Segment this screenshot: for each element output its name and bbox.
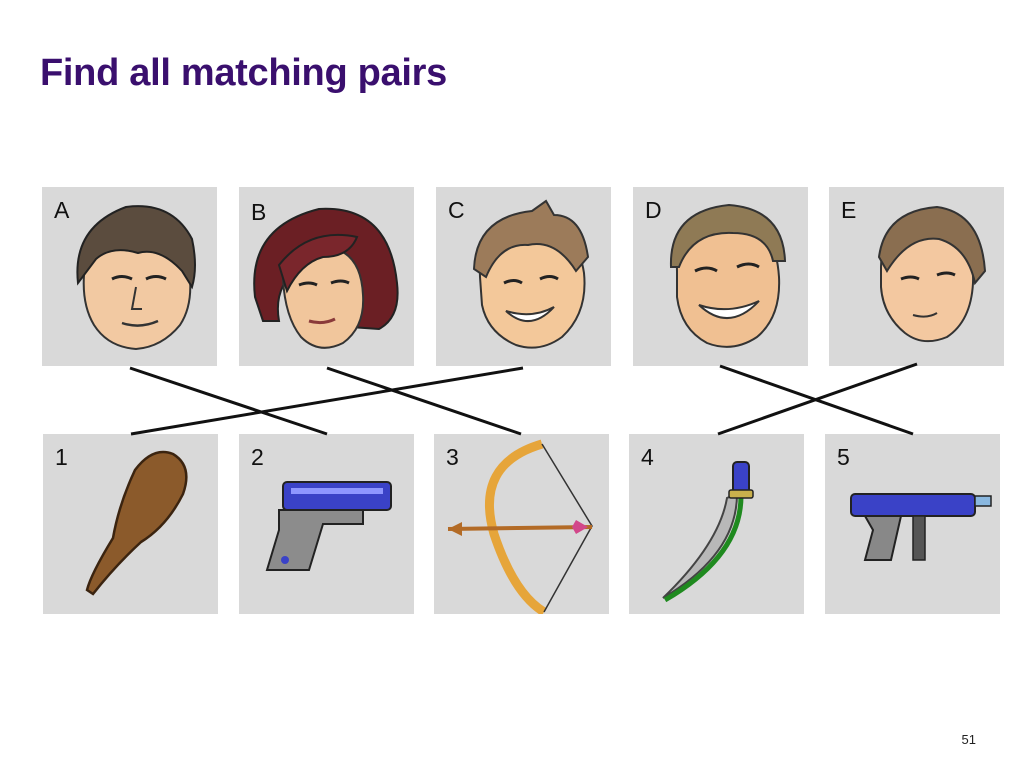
face-label-c: C (448, 197, 465, 223)
item-label-4: 4 (641, 444, 654, 470)
pistol-icon (265, 481, 392, 571)
face-a-icon (76, 205, 196, 351)
match-line-a-2 (129, 366, 328, 436)
match-line-b-3 (326, 366, 522, 436)
face-d-icon (669, 203, 787, 348)
slide-title: Find all matching pairs (40, 52, 447, 94)
face-card-b[interactable]: B (239, 187, 414, 366)
face-card-c[interactable]: C (436, 187, 611, 366)
item-label-3: 3 (446, 444, 459, 470)
item-card-3[interactable]: 3 (434, 434, 609, 614)
item-label-1: 1 (55, 444, 68, 470)
face-b-icon (253, 207, 399, 349)
club-icon (85, 450, 188, 596)
bow-and-arrow-icon (447, 439, 593, 614)
dagger-icon (662, 461, 754, 603)
face-label-d: D (645, 197, 662, 223)
face-card-d[interactable]: D (633, 187, 808, 366)
face-label-b: B (251, 199, 267, 225)
item-card-4[interactable]: 4 (629, 434, 804, 614)
item-card-2[interactable]: 2 (239, 434, 414, 614)
submachine-gun-icon (850, 493, 992, 561)
item-label-2: 2 (251, 444, 264, 470)
face-card-a[interactable]: A (42, 187, 217, 366)
face-card-e[interactable]: E (829, 187, 1004, 366)
face-c-icon (472, 199, 590, 349)
match-line-c-1 (130, 366, 524, 436)
face-e-icon (877, 205, 987, 343)
page-number: 51 (961, 732, 976, 747)
item-card-5[interactable]: 5 (825, 434, 1000, 614)
item-card-1[interactable]: 1 (43, 434, 218, 614)
item-label-5: 5 (837, 444, 850, 470)
face-label-a: A (54, 197, 70, 223)
face-label-e: E (841, 197, 857, 223)
match-line-e-4 (717, 362, 918, 436)
